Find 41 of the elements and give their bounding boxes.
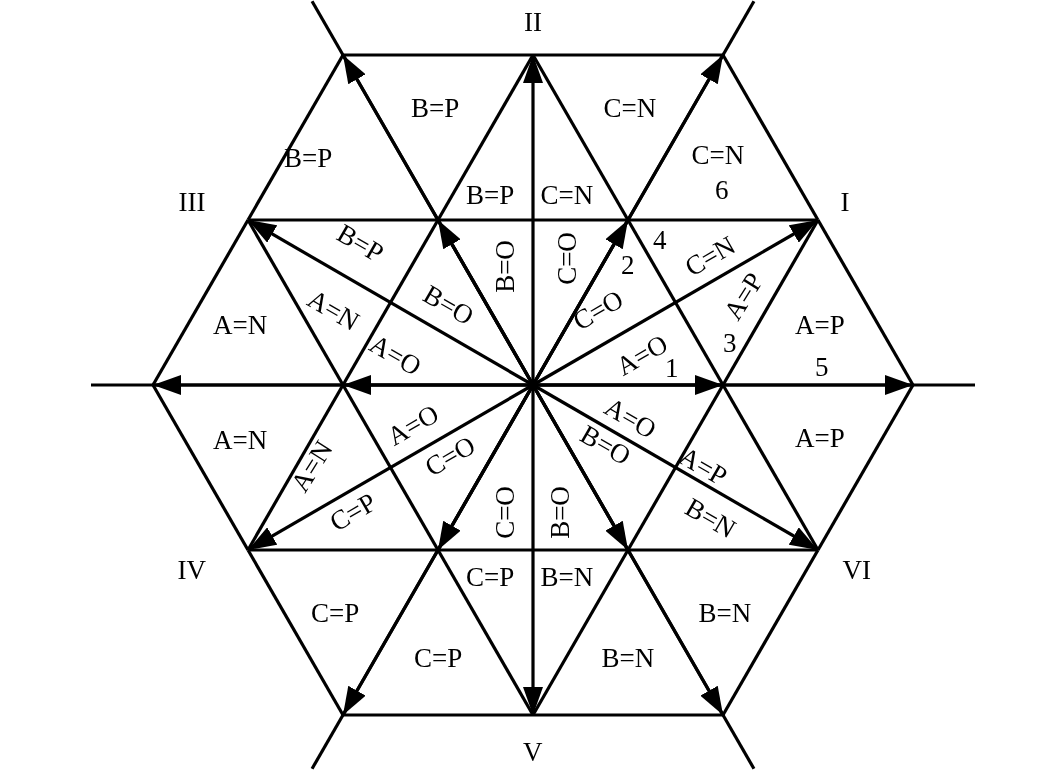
region-label: C=P <box>311 599 360 627</box>
region-label: B=N <box>601 644 655 672</box>
region-label: A=N <box>302 284 364 336</box>
region-label: A=P <box>795 424 845 452</box>
region-label: C=O <box>553 231 581 285</box>
region-label: B=P <box>466 181 515 209</box>
region-label: C=N <box>540 181 594 209</box>
vector-number: 1 <box>665 354 679 382</box>
region-label: C=N <box>680 231 740 281</box>
sector-label: IV <box>177 556 206 584</box>
sector-label: VI <box>842 556 871 584</box>
vector-number: 2 <box>621 251 635 279</box>
region-label: A=N <box>213 311 268 339</box>
region-label: B=P <box>411 94 460 122</box>
region-label: C=O <box>491 485 519 539</box>
region-label: B=N <box>698 599 752 627</box>
region-label: C=O <box>568 285 628 335</box>
region-label: B=P <box>284 144 333 172</box>
region-label: A=O <box>364 329 426 381</box>
sector-label: III <box>178 188 206 216</box>
vector-number: 5 <box>815 353 829 381</box>
sector-label: I <box>840 188 850 216</box>
region-label: C=N <box>691 141 745 169</box>
sector-label: V <box>523 738 543 766</box>
vector-number: 3 <box>723 329 737 357</box>
region-label: B=N <box>540 563 594 591</box>
region-label: B=O <box>546 485 574 539</box>
region-label: C=P <box>325 488 381 536</box>
region-label: B=N <box>680 493 740 543</box>
region-label: C=P <box>466 563 515 591</box>
region-label: A=P <box>674 441 732 491</box>
region-label: C=P <box>414 644 463 672</box>
vector-number: 4 <box>653 226 667 254</box>
region-label: B=O <box>491 239 519 293</box>
sector-label: II <box>524 8 542 36</box>
vector-number: 6 <box>715 176 729 204</box>
region-label: A=N <box>213 426 268 454</box>
region-label: C=N <box>603 94 657 122</box>
region-label: B=P <box>332 219 388 267</box>
region-label: B=O <box>418 280 478 330</box>
region-label: A=P <box>795 311 845 339</box>
